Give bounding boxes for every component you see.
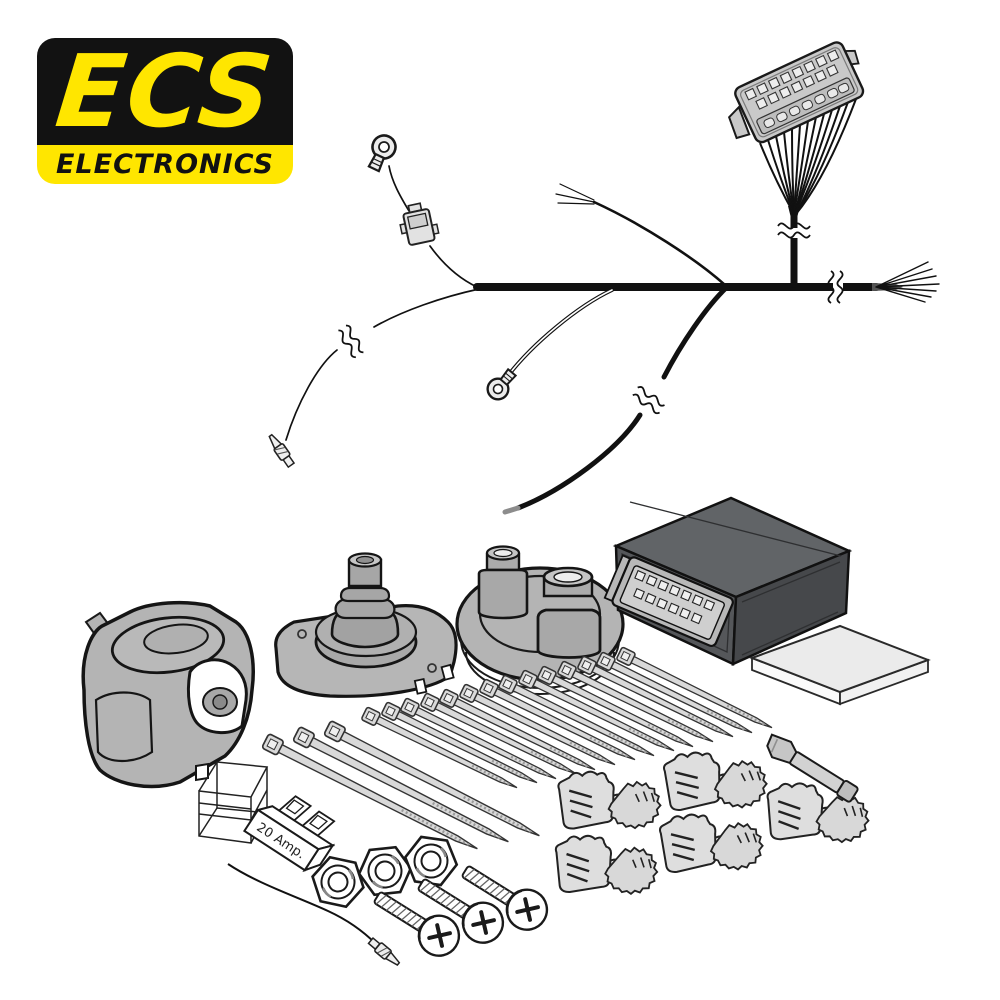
ring-terminal-small	[482, 364, 521, 405]
logo-black-panel: ECS	[37, 38, 293, 150]
cable-break-mark	[827, 270, 844, 304]
towing-socket-7pin	[81, 600, 255, 789]
hex-nut	[400, 833, 462, 889]
ecu-connector	[603, 554, 734, 648]
vehicle-connector-plug	[727, 41, 865, 215]
blade-fuse-20amp: 20 Amp.	[243, 795, 336, 873]
quick-connector-pair	[657, 806, 767, 879]
inline-fuse-holder	[399, 202, 440, 246]
wiring-harness	[285, 165, 940, 515]
earth-wire	[227, 863, 403, 969]
quick-connector-pair	[556, 765, 664, 835]
cable-break-mark	[630, 384, 668, 416]
frayed-wires-top	[555, 183, 727, 287]
quick-connector-pair	[552, 828, 662, 902]
ring-terminal-large	[362, 130, 401, 175]
ecs-logo: ECS ELECTRONICS	[37, 38, 293, 184]
logo-yellow-panel: ELECTRONICS	[37, 145, 293, 184]
cable-break-mark	[777, 222, 811, 239]
boot-gasket-plate	[274, 552, 458, 698]
pin-terminal	[265, 431, 297, 470]
quick-connector-pair	[661, 744, 771, 817]
adhesive-pad	[749, 624, 931, 706]
double-grommet	[455, 545, 625, 695]
ecu-module	[603, 496, 853, 666]
frayed-wires-right	[872, 261, 940, 303]
hex-nut	[355, 844, 415, 898]
cable-break-mark	[335, 322, 367, 360]
earth-wire-terminal	[366, 935, 403, 969]
logo-subtitle-text: ELECTRONICS	[55, 149, 274, 180]
hex-bolt	[766, 733, 859, 803]
